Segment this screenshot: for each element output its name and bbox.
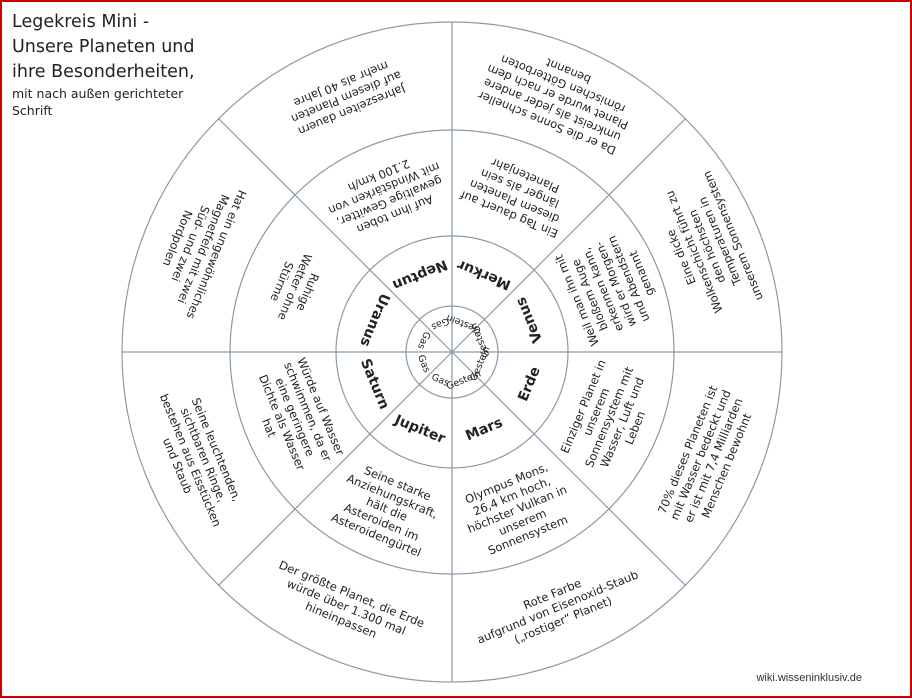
sector-divider-line bbox=[451, 351, 686, 586]
planet-fact-text: Eine dickeWolkenschicht führt zuden höch… bbox=[648, 169, 766, 324]
planet-fact-text: Seine leuchtenden,sichtbaren Ringe,beste… bbox=[144, 381, 250, 534]
planet-feature-text: Seine starkeAnziehungskraft,hält dieAste… bbox=[329, 458, 445, 560]
sector-divider-line bbox=[218, 351, 453, 586]
planet-feature-text: Einziger Planet inunseremSonnensystem mi… bbox=[556, 354, 662, 480]
planet-type-label: Gestein bbox=[445, 368, 483, 392]
sector-divider-line bbox=[218, 118, 453, 353]
subtitle-line-1: mit nach außen gerichteter bbox=[12, 86, 184, 101]
planet-fact-text: Hat ein ungewöhnlichesMagnetfeld mit zwe… bbox=[145, 172, 250, 321]
title-line-2: Unsere Planeten und bbox=[12, 37, 195, 57]
planet-fact-text: Rote Farbeaufgrund von Eisenoxid-Staub(„… bbox=[470, 554, 646, 659]
planet-feature-text: Auf ihm tobengewaltige Gewitter,mit Wind… bbox=[321, 146, 453, 243]
source-credit: wiki.wisseninklusiv.de bbox=[756, 672, 862, 684]
planet-feature-text: RuhigeWetter ohneStürme bbox=[262, 246, 328, 328]
planet-fact-text: Da er die Sonne schnellerumkreist als je… bbox=[474, 36, 641, 159]
planet-fact-text: Der größte Planet, die Erdewürde über 1.… bbox=[266, 558, 427, 657]
title-line-3: ihre Besonderheiten, bbox=[12, 62, 195, 82]
planet-type-label: Gas bbox=[415, 330, 432, 351]
planet-feature-text: Ein Tag dauert aufdiesem Planetenlänger … bbox=[457, 149, 576, 241]
planet-type-label: Gas bbox=[415, 353, 432, 374]
sector-divider-line bbox=[451, 118, 686, 353]
planet-feature-text: Weil man ihn mitbloßem Augeerkennen kann… bbox=[551, 225, 666, 348]
planet-name-label: Mars bbox=[463, 415, 505, 445]
planet-name-label: Venus bbox=[513, 295, 546, 345]
planet-name-label: Erde bbox=[515, 364, 544, 403]
planet-name-label: Jupiter bbox=[391, 412, 447, 448]
planet-fact-text: Jahreszeiten dauernauf diesem Planetenme… bbox=[284, 55, 409, 139]
worksheet-title: Legekreis Mini - Unsere Planeten und ihr… bbox=[12, 10, 195, 119]
planet-type-label: Gas bbox=[430, 315, 451, 332]
planet-fact-text: 70% dieses Planeten istmit Wasser bedeck… bbox=[654, 382, 759, 532]
planet-name-label: Uranus bbox=[356, 291, 392, 349]
subtitle-line-2: Schrift bbox=[12, 103, 53, 118]
title-line-1: Legekreis Mini - bbox=[12, 12, 150, 32]
planet-name-label: Merkur bbox=[455, 256, 513, 292]
planet-name-label: Saturn bbox=[357, 357, 392, 412]
planet-name-label: Neptun bbox=[390, 256, 450, 293]
